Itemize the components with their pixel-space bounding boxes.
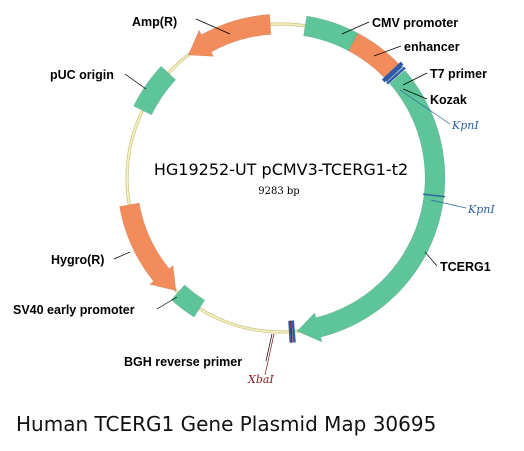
label-puc-origin: pUC origin bbox=[50, 68, 114, 82]
figure-caption: Human TCERG1 Gene Plasmid Map 30695 bbox=[16, 412, 437, 436]
feature-segments bbox=[119, 14, 446, 343]
label-bgh-reverse-primer: BGH reverse primer bbox=[124, 355, 242, 369]
site-kpn1-a bbox=[385, 65, 403, 82]
site-kpn1-b bbox=[423, 193, 446, 198]
leader-t7 bbox=[402, 72, 428, 86]
feature-sv40 bbox=[170, 284, 206, 318]
marker-kozak-1 bbox=[386, 66, 406, 85]
label-t7-primer: T7 primer bbox=[430, 67, 487, 81]
leader-bgh bbox=[265, 333, 273, 362]
label-kpni-site-2: KpnI bbox=[467, 203, 495, 216]
label-amp: Amp(R) bbox=[132, 15, 177, 29]
label-kpni-site-1: KpnI bbox=[451, 119, 479, 132]
leader-amp bbox=[195, 18, 231, 35]
leader-xba1 bbox=[264, 333, 275, 376]
label-tcerg1: TCERG1 bbox=[440, 260, 491, 274]
feature-puc bbox=[133, 65, 177, 116]
plasmid-size: 9283 bp bbox=[258, 186, 299, 197]
label-sv40-early-promoter: SV40 early promoter bbox=[13, 303, 135, 317]
feature-cmv bbox=[303, 15, 359, 52]
feature-tcerg1 bbox=[296, 69, 446, 343]
label-xbai-site: XbaI bbox=[247, 373, 274, 386]
marker-bgh-3 bbox=[288, 320, 293, 343]
label-hygro: Hygro(R) bbox=[51, 253, 104, 267]
label-cmv-promoter: CMV promoter bbox=[372, 16, 458, 30]
label-leader-lines bbox=[113, 18, 467, 376]
leader-enhancer bbox=[373, 45, 402, 57]
feature-amp bbox=[187, 14, 272, 57]
leader-puc bbox=[124, 73, 147, 90]
leader-cmv bbox=[341, 21, 370, 35]
marker-t7-0 bbox=[381, 61, 404, 83]
marker-bgh-2 bbox=[291, 320, 296, 343]
plasmid-name: HG19252-UT pCMV3-TCERG1-t2 bbox=[154, 160, 408, 179]
leader-tcerg1 bbox=[424, 251, 438, 267]
leader-kozak bbox=[402, 88, 428, 100]
label-kozak: Kozak bbox=[430, 93, 467, 107]
leader-kpn1-b bbox=[430, 199, 467, 209]
leader-hygro bbox=[113, 251, 131, 260]
site-xba1 bbox=[290, 320, 293, 343]
leader-kpn1-a bbox=[399, 89, 451, 125]
leader-sv40 bbox=[156, 296, 178, 310]
label-enhancer: enhancer bbox=[404, 40, 460, 54]
feature-hygro bbox=[119, 202, 177, 291]
